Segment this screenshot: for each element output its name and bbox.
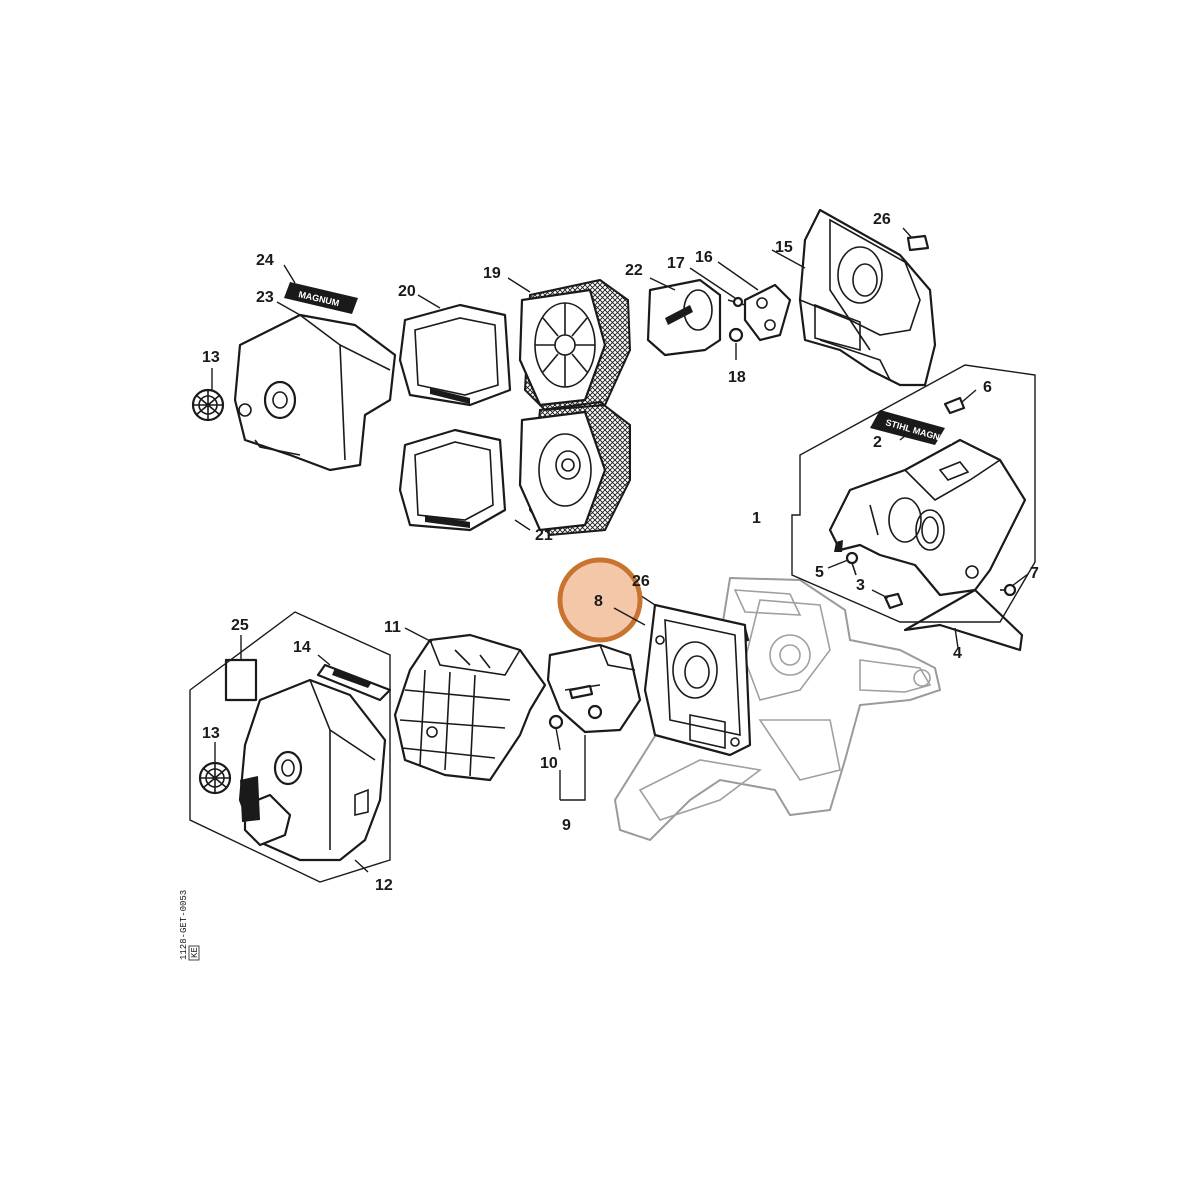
- highlight-part-8[interactable]: [557, 557, 643, 643]
- filter-grid-part-11[interactable]: [393, 633, 547, 782]
- filter-ring-part-20[interactable]: [398, 303, 512, 407]
- callout-20[interactable]: 20: [398, 283, 416, 300]
- knob-part-13-lower[interactable]: [198, 761, 232, 795]
- magnum-decal-part-24[interactable]: MAGNUM: [284, 282, 358, 314]
- shroud-part-1[interactable]: [828, 438, 1027, 597]
- filter-cover-part-23[interactable]: [233, 313, 397, 472]
- screw-part-17[interactable]: [727, 296, 746, 308]
- air-filter-part-19[interactable]: [518, 278, 632, 412]
- callout-17[interactable]: 17: [667, 255, 685, 272]
- chainsaw-housing: [613, 576, 942, 842]
- sleeve-part-22[interactable]: [646, 278, 722, 357]
- callout-25[interactable]: 25: [231, 617, 249, 634]
- slider-part-4[interactable]: [903, 588, 1024, 652]
- knob-part-13-upper[interactable]: [191, 388, 225, 422]
- nut-part-18[interactable]: [728, 327, 744, 343]
- callout-12[interactable]: 12: [375, 877, 393, 894]
- callout-6[interactable]: 6: [983, 379, 992, 396]
- callout-21[interactable]: 21: [535, 527, 553, 544]
- callout-26-mid[interactable]: 26: [632, 573, 650, 590]
- callout-numbers: 26 15 16 17 22 18 19 20 21 24 23 13 6 2 …: [202, 211, 1039, 894]
- base-plate-part-8[interactable]: [643, 603, 752, 757]
- carb-adapter-part-9[interactable]: [546, 643, 642, 734]
- callout-16[interactable]: 16: [695, 249, 713, 266]
- callout-14[interactable]: 14: [293, 639, 311, 656]
- callout-23[interactable]: 23: [256, 289, 274, 306]
- callout-13-upper[interactable]: 13: [202, 349, 220, 366]
- callout-4[interactable]: 4: [953, 645, 962, 662]
- callout-11[interactable]: 11: [384, 619, 401, 636]
- callout-5[interactable]: 5: [815, 564, 824, 581]
- drawing-ref-text: 1128-GET-0053: [179, 890, 189, 960]
- screw-part-5[interactable]: [845, 551, 859, 576]
- drawing-ref-box-text: KE: [190, 947, 200, 958]
- callout-22[interactable]: 22: [625, 262, 643, 279]
- carburetor-box-part-15[interactable]: [798, 208, 937, 387]
- callout-3[interactable]: 3: [856, 577, 865, 594]
- callout-8[interactable]: 8: [594, 593, 603, 610]
- callout-24[interactable]: 24: [256, 252, 274, 269]
- screw-part-10[interactable]: [548, 684, 594, 730]
- stihl-decal-part-2[interactable]: STIHL MAGNUM: [870, 410, 954, 446]
- filter-cover-part-12[interactable]: [238, 678, 387, 862]
- callout-1[interactable]: 1: [752, 510, 761, 527]
- plug-part-6[interactable]: [943, 396, 966, 415]
- filter-set-part-21[interactable]: [398, 400, 631, 537]
- leader-lines: [211, 227, 1029, 873]
- callout-7[interactable]: 7: [1030, 565, 1039, 582]
- bracket-group-1: [791, 364, 1036, 623]
- callout-9[interactable]: 9: [562, 817, 571, 834]
- drawing-reference: 1128-GET-0053 KE: [179, 890, 200, 961]
- leader-part-8: [613, 607, 646, 626]
- callout-26-top[interactable]: 26: [873, 211, 891, 228]
- callout-18[interactable]: 18: [728, 369, 746, 386]
- bracket-group-12: [189, 611, 391, 883]
- grouping-brackets: [189, 364, 1036, 883]
- rail-part-14[interactable]: [316, 663, 392, 702]
- decal-part-25[interactable]: [224, 658, 258, 702]
- clip-part-3[interactable]: [883, 592, 904, 610]
- screw-part-7[interactable]: [1000, 583, 1017, 597]
- callout-15[interactable]: 15: [775, 239, 793, 256]
- bracket-group-9: [559, 735, 586, 801]
- callout-10[interactable]: 10: [540, 755, 558, 772]
- callout-2[interactable]: 2: [873, 434, 882, 451]
- callout-19[interactable]: 19: [483, 265, 501, 282]
- plug-part-26-top[interactable]: [906, 234, 930, 252]
- callout-13-lower[interactable]: 13: [202, 725, 220, 742]
- bracket-part-16[interactable]: [743, 283, 792, 342]
